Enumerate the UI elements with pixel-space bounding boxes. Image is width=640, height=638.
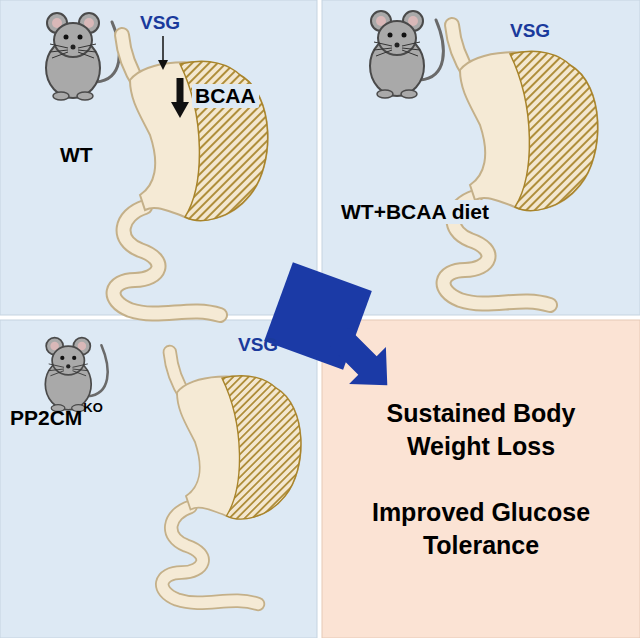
panel-ground xyxy=(322,0,640,315)
condition-label: VSG xyxy=(510,20,550,42)
condition-label: PP2CM xyxy=(10,406,82,430)
thin-arrow xyxy=(162,36,164,62)
panel-ground xyxy=(0,0,317,315)
result-panel: Sustained Body Weight LossImproved Gluco… xyxy=(322,320,640,638)
condition-label: KO xyxy=(83,401,103,416)
condition-label: VSG xyxy=(140,12,180,34)
condition-label: VSG xyxy=(238,334,278,356)
condition-label: WT+BCAA diet xyxy=(338,200,492,224)
mouse-icon xyxy=(46,13,119,100)
thin-arrowhead xyxy=(158,60,168,70)
panel-ground xyxy=(0,320,317,638)
condition-panel: WT VSG BCAA xyxy=(0,0,317,315)
condition-panel: VSG WT+BCAA diet xyxy=(322,0,640,315)
stomach-drawing xyxy=(114,35,268,315)
outcome-text: Improved Glucose Tolerance xyxy=(356,496,606,561)
block-arrow xyxy=(264,262,406,404)
thick-arrow xyxy=(177,78,184,104)
mouse-icon xyxy=(370,11,443,98)
thick-arrowhead xyxy=(171,102,189,118)
outcome-text: Sustained Body Weight Loss xyxy=(356,397,606,462)
stomach-drawing xyxy=(444,25,598,305)
condition-label: BCAA xyxy=(192,84,259,108)
stomach-drawing xyxy=(162,352,301,604)
condition-label: WT xyxy=(60,143,93,167)
condition-panel: VSG PP2CMKO xyxy=(0,320,317,638)
